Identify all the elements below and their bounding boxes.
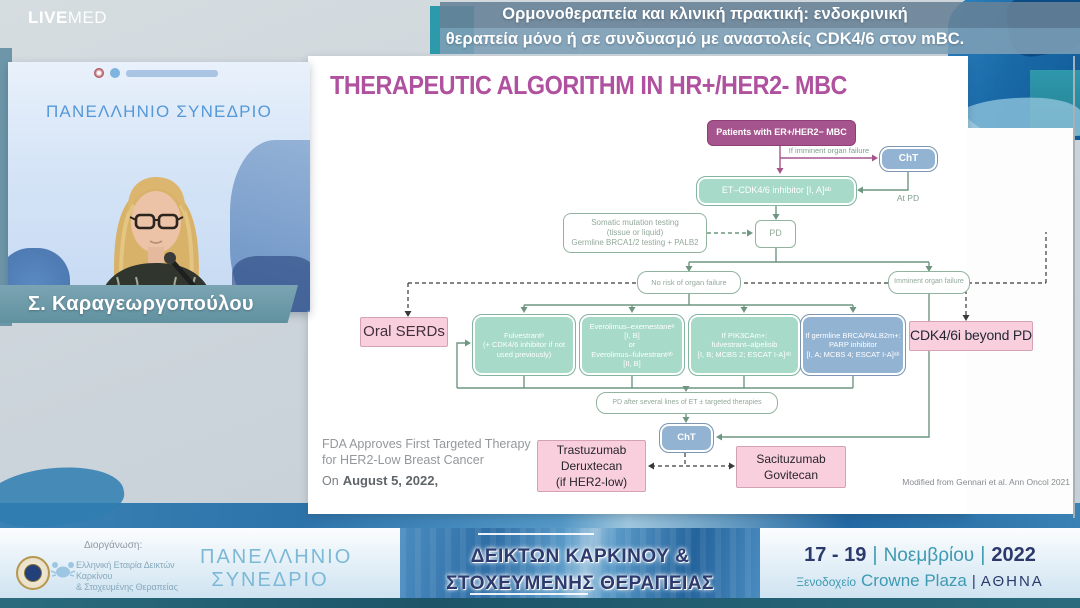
fda-note-prefix: On [322,474,339,488]
conference-name-line2: ΣΥΝΕΔΡΙΟ [211,569,329,591]
fda-note: FDA Approves First Targeted Therapy for … [322,436,531,489]
annotation-oral-serds: Oral SERDs [360,317,448,347]
flow-box-pd: PD [755,220,796,248]
flow-box-no-risk: No risk of organ failure [637,271,741,294]
backdrop-logos [94,67,244,79]
backdrop-logo2-icon [110,68,120,78]
speaker-avatar [96,177,217,312]
lecture-title-line1: Ορμονοθεραπεία και κλινική πρακτική: ενδ… [502,5,908,23]
dates-line: 17 - 19|Νοεμβρίου|2022 [804,544,1036,566]
edge-label-if-imminent: If imminent organ failure [788,146,870,155]
annotation-cdk46i-beyond-pd: CDK4/6i beyond PD [909,321,1033,351]
conference-name: ΠΑΝΕΛΛΗΝΙΟ ΣΥΝΕΔΡΙΟ [200,546,353,592]
conference-subject-line2: ΣΤΟΧΕΥΜΕΝΗΣ ΘΕΡΑΠΕΙΑΣ [446,573,714,594]
slide-title: THERAPEUTIC ALGORITHM IN HR+/HER2- MBC [330,70,847,100]
flow-box-pik3ca: If PIK3CAm+: fulvestrant–alpelisib [I, B… [688,314,801,376]
speaker-name-banner: Σ. Καραγεωργοπούλου [0,285,298,323]
decor-bottom-bar [0,598,1080,608]
speaker-video: ΠΑΝΕΛΛΗΝΙΟ ΣΥΝΕΔΡΙΟ [8,62,310,312]
venue-prefix: Ξενοδοχείο [796,575,857,589]
flow-box-patients: Patients with ER+/HER2− MBC [707,120,856,146]
backdrop-logo-text [126,69,218,77]
footer-rule-bottom [470,593,588,595]
footer-paint-panel [400,528,760,598]
backdrop-title: ΠΑΝΕΛΛΗΝΙΟ ΣΥΝΕΔΡΙΟ [45,102,273,121]
organizer-label: Διοργάνωση: [84,540,143,551]
society-seal-icon [16,556,50,590]
lecture-title-line2: θεραπεία μόνο ή σε συνδυασμό με αναστολε… [445,30,965,48]
decor-right-edge [1073,56,1075,518]
dates-year: 2022 [991,544,1036,566]
venue-name: Crowne Plaza [861,571,967,590]
flow-box-et-cdk46: ET–CDK4/6 inhibitor [I, A]ᵃᵇ [696,176,857,206]
backdrop-logo1-icon [94,68,104,78]
lecture-title-banner: Ορμονοθεραπεία και κλινική πρακτική: ενδ… [440,2,1080,54]
livemed-logo: LIVEMED [28,8,107,28]
crab-logo-icon [50,562,76,578]
conference-subject: ΔΕΙΚΤΩΝ ΚΑΡΚΙΝΟΥ & ΣΤΟΧΕΥΜΕΝΗΣ ΘΕΡΑΠΕΙΑΣ [400,543,760,597]
slide-credit: Modified from Gennari et al. Ann Oncol 2… [902,477,1070,487]
flow-box-pd-after-lines: PD after several lines of ET ± targeted … [596,392,778,414]
footer-rule-top [478,533,594,535]
flow-box-parp: If germline BRCA/PALB2m+: PARP inhibitor… [800,314,906,376]
edge-label-at-pd: At PD [896,193,920,203]
organizer-name: Ελληνική Εταιρία Δεικτών Καρκίνου & Στοχ… [76,560,178,592]
conference-name-line1: ΠΑΝΕΛΛΗΝΙΟ [200,546,353,568]
flow-box-cht-bottom: ChT [659,423,714,453]
conference-dates: 17 - 19|Νοεμβρίου|2022 Ξενοδοχείο Crowne … [770,543,1070,591]
flow-box-everolimus: Everolimus–exemestaneᵃ [I, B] or Everoli… [579,314,685,376]
flow-box-imminent: Imminent organ failure [888,271,970,294]
flow-box-fulvestrant: Fulvestrantᵃ (+ CDK4/6 inhibitor if not … [472,314,576,376]
annotation-sacituzumab-govitecan: Sacituzumab Govitecan [736,446,846,488]
venue-city: ΑΘΗΝΑ [980,573,1044,590]
fda-note-date: August 5, 2022, [342,473,439,488]
flow-box-cht-top: ChT [879,146,938,172]
fda-note-line2: for HER2-Low Breast Cancer [322,453,484,467]
flow-box-somatic-testing: Somatic mutation testing (tissue or liqu… [563,213,707,253]
fda-note-line1: FDA Approves First Targeted Therapy [322,437,531,451]
conference-subject-line1: ΔΕΙΚΤΩΝ ΚΑΡΚΙΝΟΥ & [470,546,690,567]
annotation-trastuzumab-deruxtecan: Trastuzumab Deruxtecan (if HER2-low) [537,440,646,492]
dates-range: 17 - 19 [804,544,867,566]
dates-month: Νοεμβρίου [883,545,975,566]
livemed-logo-med: MED [67,8,108,27]
livemed-logo-live: LIVE [28,8,68,27]
